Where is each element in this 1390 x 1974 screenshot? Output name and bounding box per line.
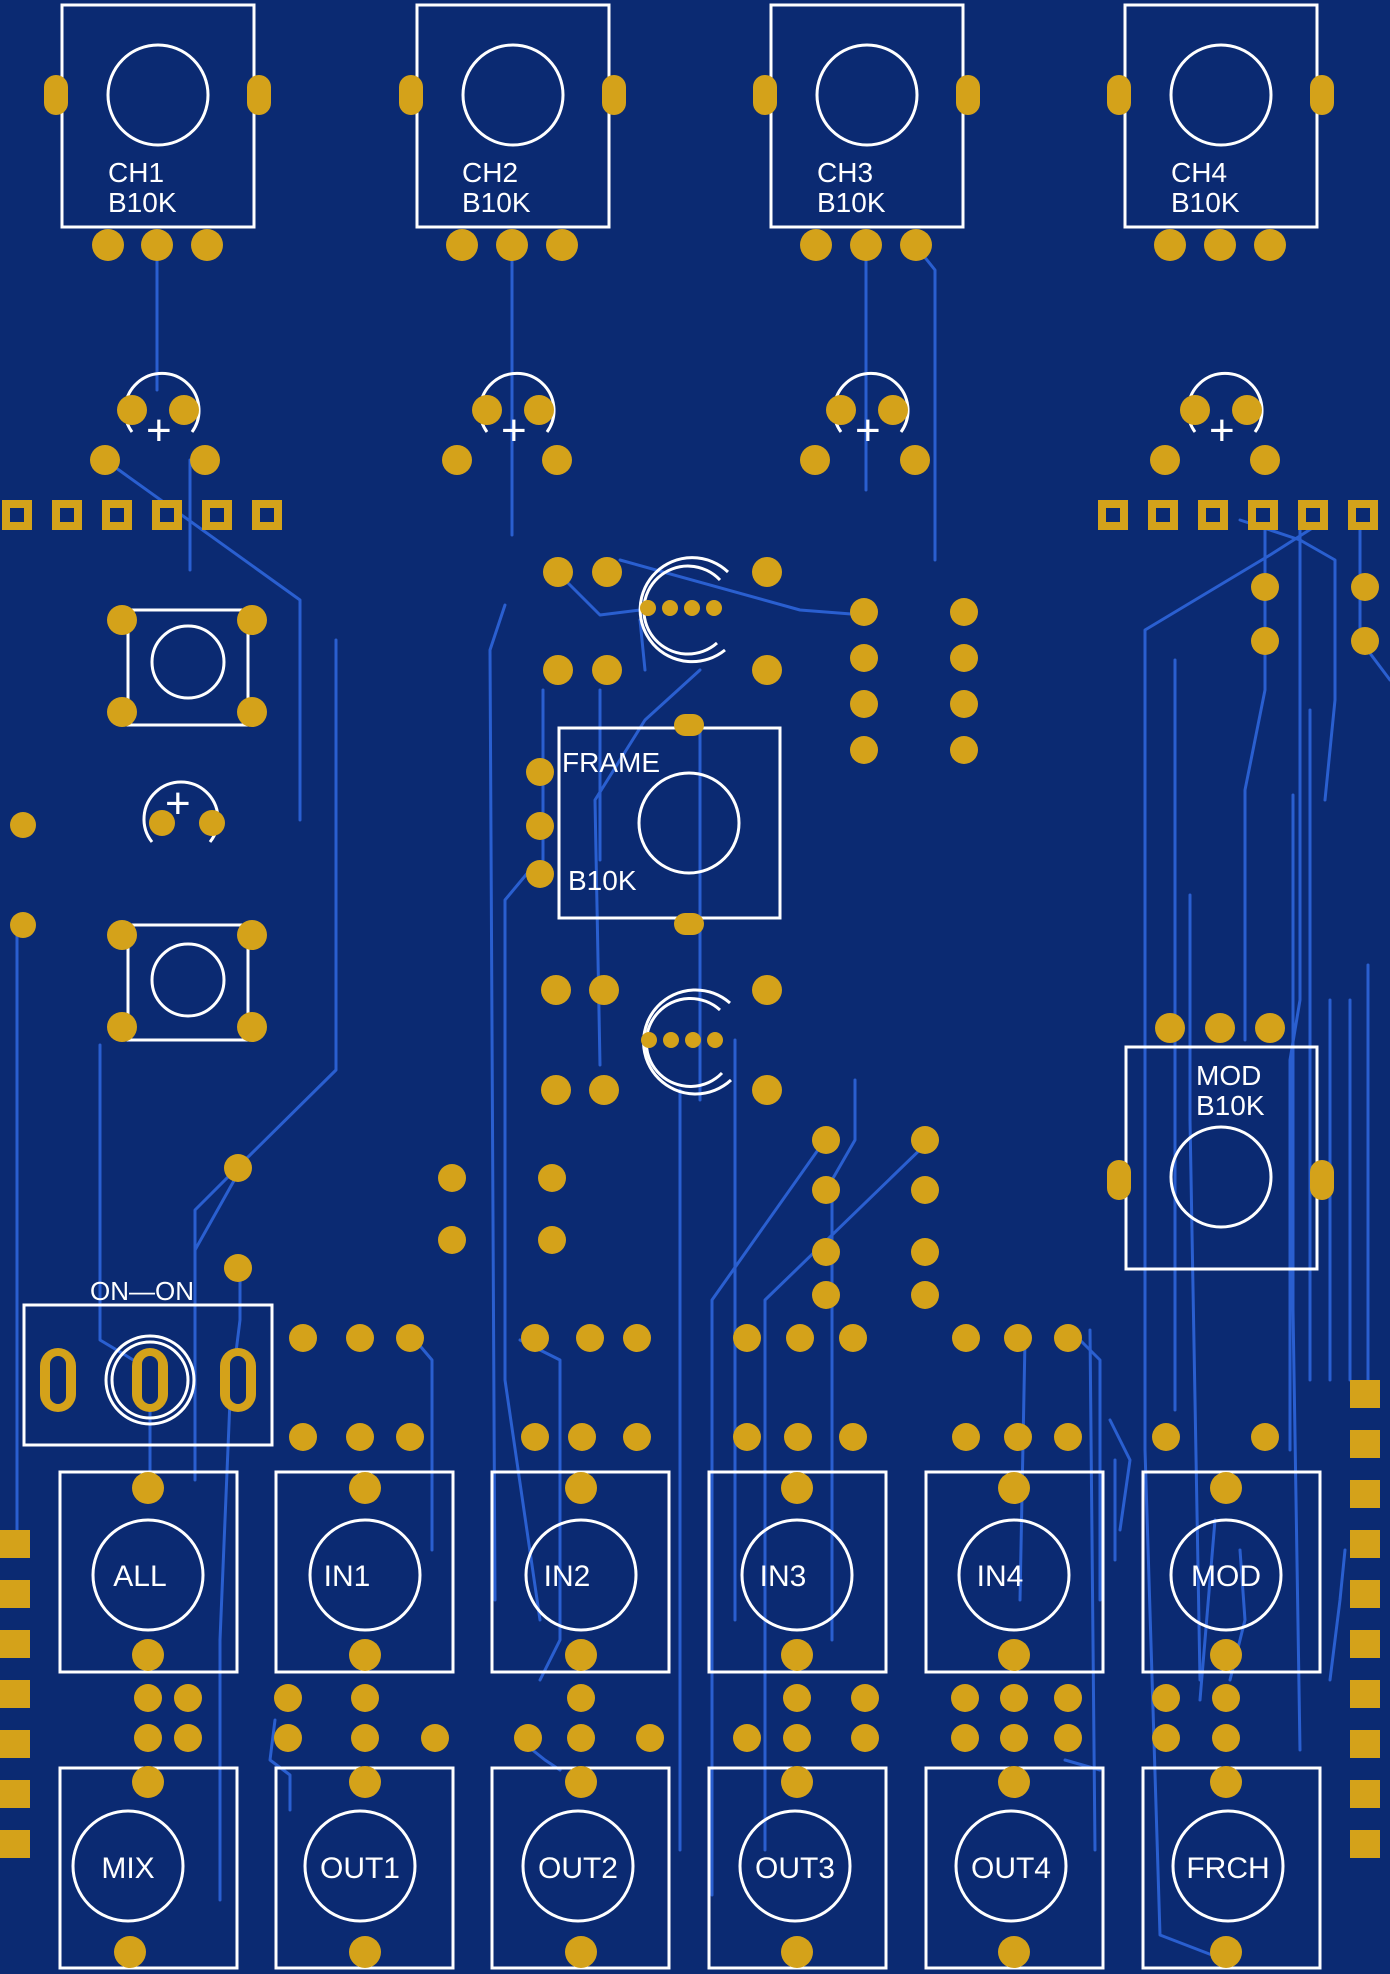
pot-ch3-outline [769,3,965,229]
pot-ch1-outline [60,3,256,229]
pot-frame-outline [557,726,782,920]
pot-ch1-value: B10K [108,187,177,218]
pot-ch3-name: CH3 [817,157,873,188]
jack-mod-label: MOD [1191,1560,1261,1593]
pot-ch4-value: B10K [1171,187,1240,218]
silkscreen-labels: CH1 B10K CH2 B10K CH3 B10K CH4 B10K FRAM… [90,157,1265,1306]
pot-frame-value: B10K [568,865,637,896]
jack-mix-label: MIX [101,1852,154,1885]
switch-outline [22,1303,274,1447]
pad-inner-marks [10,508,1370,1404]
jack-in3-label: IN3 [760,1560,807,1593]
jack-out2-label: OUT2 [538,1852,618,1885]
pot-ch2-outline [415,3,611,229]
led-ch4-plus: + [1209,406,1235,455]
pot-ch1-name: CH1 [108,157,164,188]
pot-ch4-name: CH4 [1171,157,1227,188]
pot-ch2-value: B10K [462,187,531,218]
pot-ch2-name: CH2 [462,157,518,188]
jack-in2-label: IN2 [544,1560,591,1593]
pads [0,75,1380,1968]
pot-mod-outline [1124,1045,1319,1271]
pot-ch3-value: B10K [817,187,886,218]
jack-in4-label: IN4 [977,1560,1024,1593]
jack-labels: ALL IN1 IN2 IN3 IN4 MOD MIX OUT1 OUT2 OU… [101,1560,1269,1885]
led-center-plus: + [165,779,191,828]
pot-frame-name: FRAME [562,747,660,778]
jack-out3-label: OUT3 [755,1852,835,1885]
switch-ring [110,1340,190,1420]
jack-out4-label: OUT4 [971,1852,1051,1885]
led-ch2-plus: + [501,406,527,455]
pot-ch4-outline [1123,3,1319,229]
jack-all-label: ALL [113,1560,166,1593]
jack-frch-label: FRCH [1186,1852,1269,1885]
led-ch1-plus: + [146,406,172,455]
jack-in1-label: IN1 [324,1560,371,1593]
pot-mod-value: B10K [1196,1090,1265,1121]
led-ch3-plus: + [855,406,881,455]
jack-out1-label: OUT1 [320,1852,400,1885]
led-polarity-marks: + + + + + [146,406,1235,828]
switch-label: ON—ON [90,1276,194,1306]
pot-mod-name: MOD [1196,1060,1261,1091]
